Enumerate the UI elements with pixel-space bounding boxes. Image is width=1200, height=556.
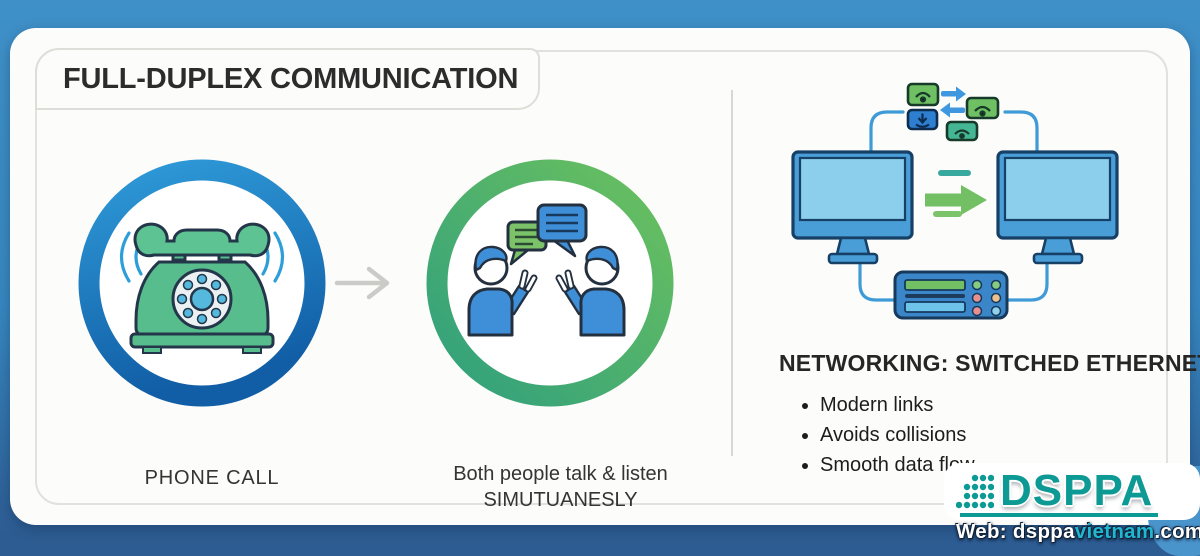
website-label: Web: dsppavietnam.com	[956, 520, 1200, 544]
people-caption-line1: Both people talk & listen	[453, 463, 668, 485]
computer-right-icon	[996, 150, 1119, 265]
packet-arrows-icon	[940, 86, 966, 118]
content-frame	[35, 50, 1168, 505]
dsppa-logo: DSPPA	[956, 466, 1154, 515]
web-highlight: vietnam	[1074, 520, 1155, 543]
gray-right-arrow-icon	[334, 266, 390, 300]
people-caption-line2: SIMUTUANESLY	[483, 489, 638, 511]
page-title: FULL-DUPLEX COMMUNICATION	[63, 62, 519, 95]
web-suffix: .com	[1154, 520, 1200, 543]
network-links	[858, 110, 1049, 302]
bullet-item: Avoids collisions	[820, 423, 975, 448]
bullet-item: Smooth data flow	[820, 453, 975, 478]
bullet-item: Modern links	[820, 393, 975, 418]
logo-underline	[960, 513, 1158, 517]
section-divider	[731, 90, 733, 456]
speech-bubble-blue-icon	[536, 203, 588, 258]
switched-ethernet-diagram	[791, 82, 1119, 320]
network-heading: NETWORKING: SWITCHED ETHERNET	[779, 350, 1200, 376]
people-caption: Both people talk & listen SIMUTUANESLY	[418, 461, 703, 513]
phone-caption: PHONE CALL	[144, 467, 280, 489]
two-people-talking-icon	[467, 203, 626, 337]
dsppa-dot-matrix-icon	[956, 475, 994, 509]
logo-backing	[944, 463, 1200, 520]
rotary-phone-icon	[119, 222, 285, 354]
green-ring	[426, 159, 674, 407]
person-right-icon	[555, 245, 626, 337]
title-banner: FULL-DUPLEX COMMUNICATION	[35, 48, 540, 110]
network-bullet-list: Modern links Avoids collisions Smooth da…	[800, 393, 975, 483]
dsppa-logo-text: DSPPA	[1000, 466, 1154, 515]
computer-left-icon	[791, 150, 914, 265]
web-prefix: Web: dsppa	[956, 520, 1075, 543]
phone-call-illustration	[78, 159, 326, 407]
data-packets-icon	[906, 82, 1000, 142]
conversation-illustration	[426, 159, 674, 407]
data-flow-arrow-icon	[925, 170, 987, 217]
person-left-icon	[467, 245, 538, 337]
ethernet-switch-icon	[893, 270, 1009, 320]
